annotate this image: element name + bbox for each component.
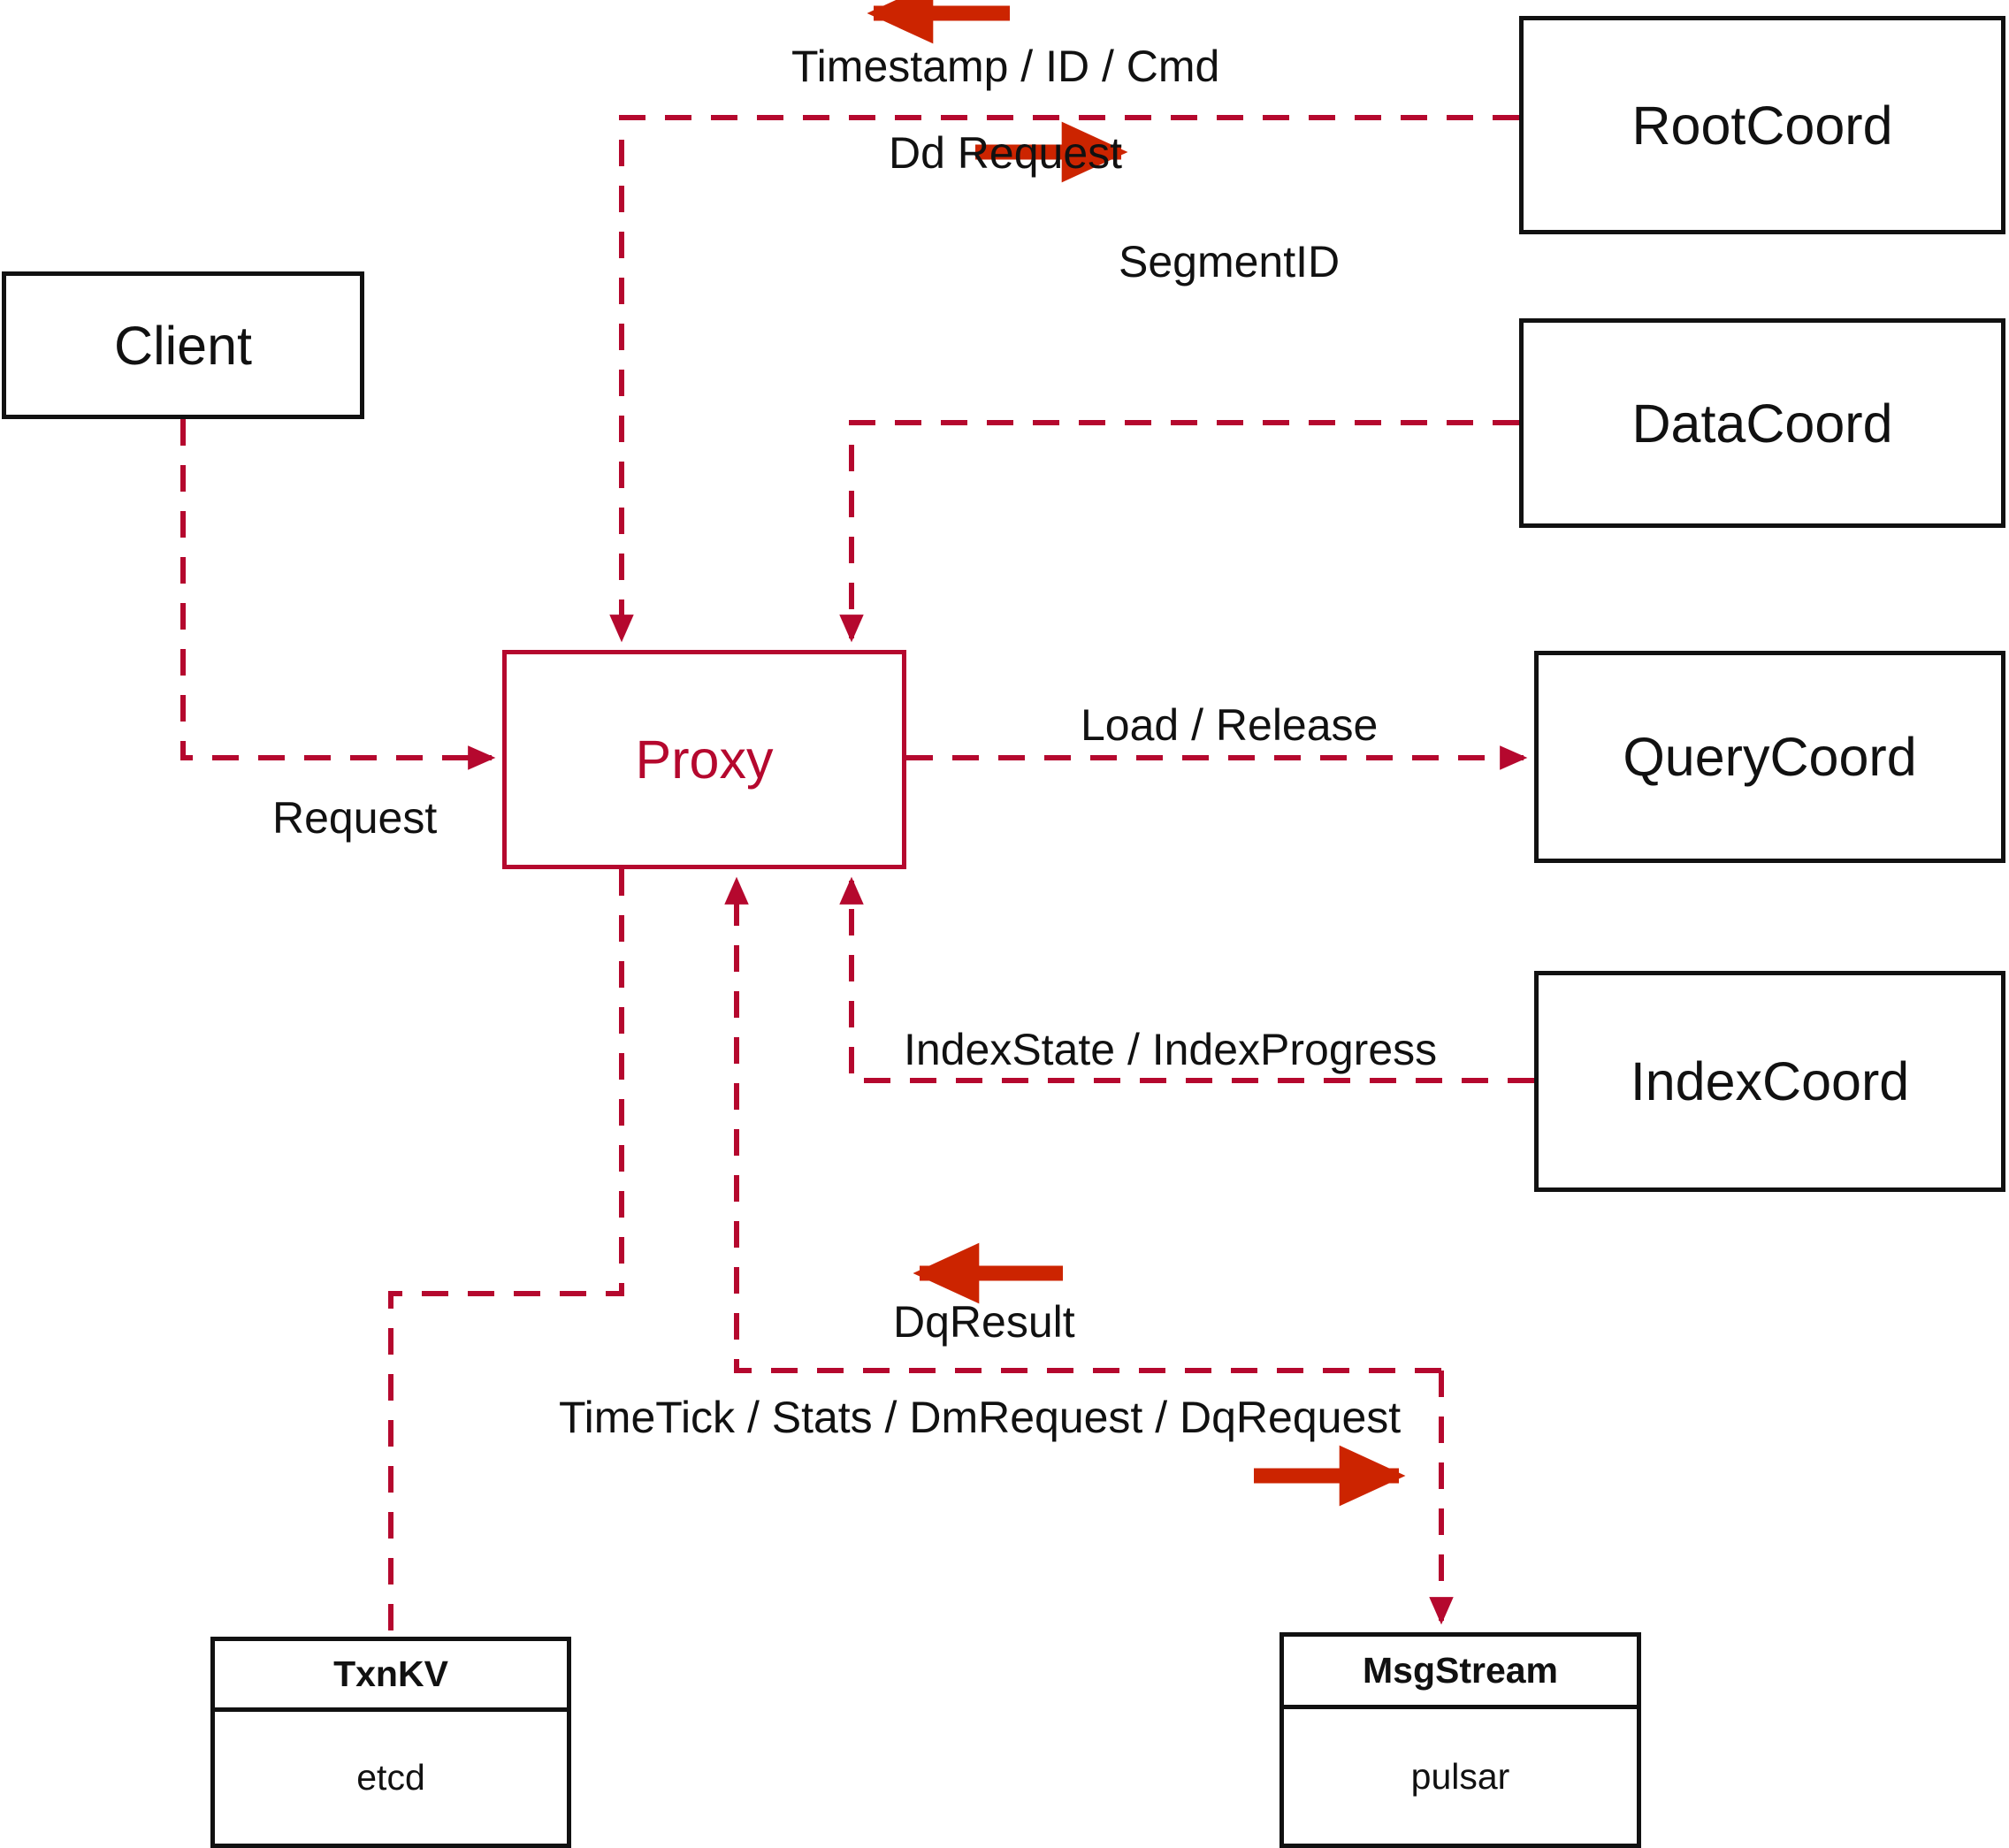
edge-proxy-rootcoord — [609, 115, 1519, 643]
node-txnkv-title: TxnKV — [215, 1641, 567, 1712]
node-txnkv-impl: etcd — [215, 1712, 567, 1844]
node-msgstream-title: MsgStream — [1284, 1637, 1637, 1709]
edge-datacoord-proxy — [839, 420, 1519, 643]
node-proxy[interactable]: Proxy — [502, 650, 906, 869]
edge-label-timetick-stats: TimeTick / Stats / DmRequest / DqRequest — [559, 1393, 1402, 1442]
edge-label-load-release: Load / Release — [1081, 700, 1379, 750]
node-msgstream-title-text: MsgStream — [1362, 1650, 1558, 1691]
node-txnkv[interactable]: TxnKV etcd — [210, 1637, 571, 1848]
node-msgstream[interactable]: MsgStream pulsar — [1279, 1632, 1641, 1848]
edge-label-index-state-progress: IndexState / IndexProgress — [904, 1025, 1438, 1074]
node-rootcoord[interactable]: RootCoord — [1519, 16, 2005, 234]
edge-proxy-txnkv — [388, 869, 624, 1637]
node-client[interactable]: Client — [2, 271, 364, 419]
edge-client-proxy — [180, 419, 496, 770]
edge-label-segment-id: SegmentID — [1119, 237, 1341, 286]
edge-label-dd-request: Dd Request — [889, 128, 1123, 178]
node-indexcoord[interactable]: IndexCoord — [1534, 971, 2005, 1192]
node-datacoord-label: DataCoord — [1631, 393, 1893, 454]
node-client-label: Client — [114, 315, 252, 376]
node-proxy-label: Proxy — [635, 729, 774, 790]
edge-label-request: Request — [272, 793, 438, 843]
node-indexcoord-label: IndexCoord — [1630, 1051, 1910, 1111]
node-querycoord-label: QueryCoord — [1623, 727, 1917, 787]
node-txnkv-title-text: TxnKV — [333, 1653, 448, 1694]
node-msgstream-impl: pulsar — [1284, 1709, 1637, 1844]
edge-label-dq-result: DqResult — [893, 1297, 1075, 1347]
node-datacoord[interactable]: DataCoord — [1519, 318, 2005, 528]
node-txnkv-impl-text: etcd — [356, 1757, 425, 1798]
node-msgstream-impl-text: pulsar — [1410, 1755, 1510, 1797]
edge-msgstream-proxy — [724, 876, 1441, 1373]
edge-label-timestamp-id-cmd: Timestamp / ID / Cmd — [791, 42, 1220, 91]
node-rootcoord-label: RootCoord — [1631, 95, 1893, 156]
node-querycoord[interactable]: QueryCoord — [1534, 651, 2005, 863]
